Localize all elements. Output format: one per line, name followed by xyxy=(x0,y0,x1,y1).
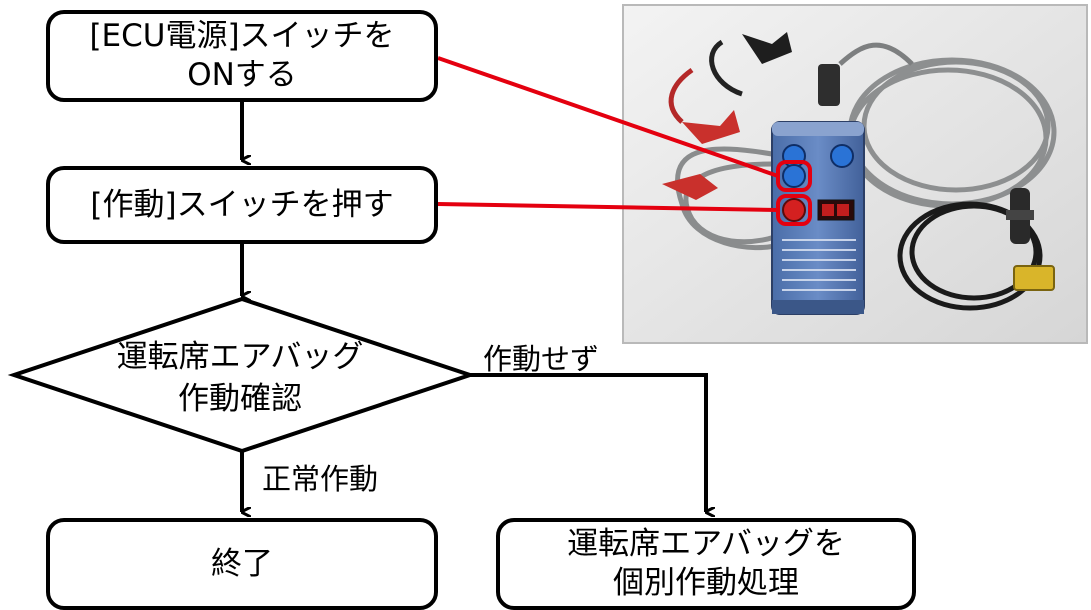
activate-step-label: [作動]スイッチを押す xyxy=(90,186,394,223)
activate-step: [作動]スイッチを押す xyxy=(46,166,438,244)
individual-step-line-1: 運転席エアバッグを xyxy=(567,526,845,562)
ecu-step-line-1: [ECU電源]スイッチを xyxy=(89,18,395,54)
ecu-step-line-2: ONする xyxy=(187,57,297,93)
decision-diamond xyxy=(7,296,477,454)
decision-label: 運転席エアバッグ 作動確認 xyxy=(70,336,410,420)
red-connector-ecu xyxy=(437,56,779,178)
decision-line-2: 作動確認 xyxy=(178,381,302,417)
branch-normal-label: 正常作動 xyxy=(262,462,379,496)
individual-step-line-2: 個別作動処理 xyxy=(612,565,799,601)
end-step: 終了 xyxy=(46,518,438,610)
individual-process-step: 運転席エアバッグを 個別作動処理 xyxy=(496,518,916,610)
branch-not-activated-label: 作動せず xyxy=(483,342,600,376)
decision-line-1: 運転席エアバッグ xyxy=(116,339,364,375)
arrow-check-to-individual xyxy=(470,373,706,512)
device-photo xyxy=(622,4,1088,344)
red-connector-activate xyxy=(437,202,779,212)
end-step-label: 終了 xyxy=(211,545,273,582)
ecu-power-step: [ECU電源]スイッチを ONする xyxy=(46,10,438,102)
